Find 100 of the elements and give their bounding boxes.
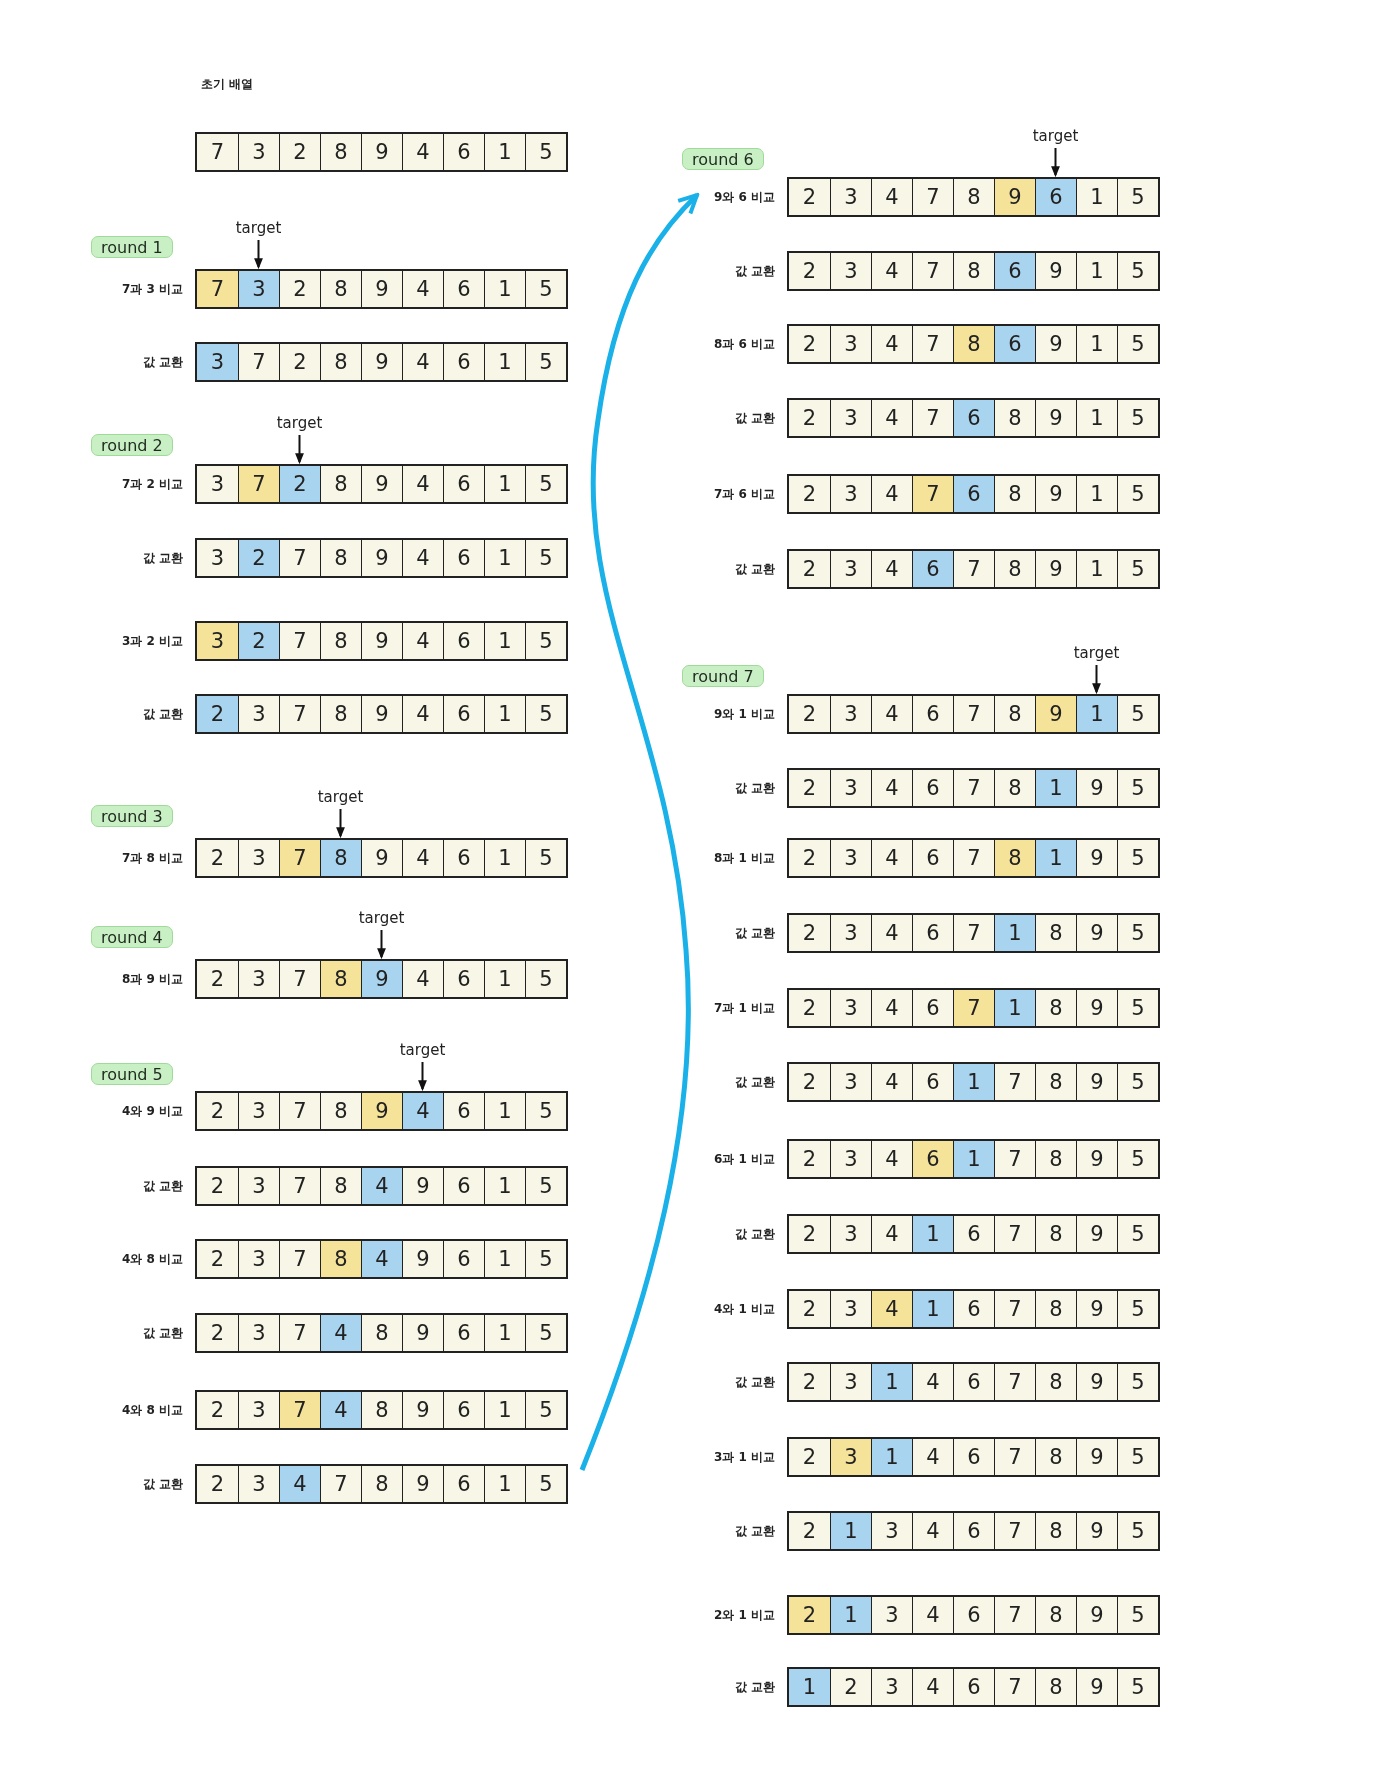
array-cell: 1 [953,1141,994,1177]
pointer-arrow [336,808,345,839]
array-cell: 1 [830,1597,871,1633]
array-cell: 4 [361,1241,402,1277]
array-row [787,838,1160,878]
array-row [195,959,568,999]
step-label: 4와 8 비교 [120,1402,183,1419]
array-cell: 1 [1076,696,1117,732]
pointer-arrow [254,239,263,270]
array-cell: 8 [320,840,361,876]
array-cell: 4 [320,1315,361,1351]
array-cell: 7 [279,1392,320,1428]
step-label: 3과 2 비교 [120,633,183,650]
pointer-arrow [418,1061,427,1092]
array-cell: 7 [279,840,320,876]
step-label: 4와 8 비교 [120,1251,183,1268]
step-label: 값 교환 [141,550,183,567]
array-row [195,132,568,172]
round-badge: round 7 [682,665,764,687]
array-row [787,913,1160,953]
array-row [195,1313,568,1353]
step-label: 8과 6 비교 [712,336,775,353]
step-label: 4와 1 비교 [712,1301,775,1318]
array-row [787,549,1160,589]
step-label: 4와 9 비교 [120,1103,183,1120]
array-cell: 1 [912,1291,953,1327]
array-cell: 4 [279,1466,320,1502]
array-row [195,269,568,309]
array-row [787,1437,1160,1477]
step-label: 값 교환 [733,925,775,942]
round-badge: round 1 [91,236,173,258]
step-label: 7과 1 비교 [712,1000,775,1017]
array-cell: 8 [953,326,994,362]
step-label: 6과 1 비교 [712,1151,775,1168]
array-row [787,474,1160,514]
step-label: 값 교환 [141,1476,183,1493]
round-badge: round 5 [91,1063,173,1085]
target-label: target [269,414,330,432]
array-row [195,621,568,661]
array-row [787,324,1160,364]
array-cell: 6 [1035,179,1076,215]
round-badge: round 3 [91,805,173,827]
array-cell: 1 [994,990,1035,1026]
step-label: 값 교환 [733,1679,775,1696]
array-row [787,177,1160,217]
array-cell: 4 [361,1168,402,1204]
array-cell: 7 [912,476,953,512]
array-cell: 6 [994,253,1035,289]
step-label: 9와 1 비교 [712,706,775,723]
array-cell: 2 [238,623,279,659]
step-label: 값 교환 [733,410,775,427]
array-cell: 7 [238,466,279,502]
array-cell: 7 [197,271,238,307]
step-label: 값 교환 [733,1374,775,1391]
step-label: 8과 1 비교 [712,850,775,867]
round-badge: round 4 [91,926,173,948]
array-row [787,1511,1160,1551]
array-row [195,1166,568,1206]
array-cell: 9 [1035,696,1076,732]
array-cell: 1 [953,1064,994,1100]
pointer-arrow [1051,147,1060,178]
array-cell: 3 [197,344,238,380]
array-row [195,838,568,878]
array-row [787,1289,1160,1329]
step-label: 값 교환 [141,354,183,371]
step-label: 9와 6 비교 [712,189,775,206]
step-label: 2와 1 비교 [712,1607,775,1624]
target-label: target [228,219,289,237]
step-label: 값 교환 [733,1226,775,1243]
target-label: target [392,1041,453,1059]
array-row [195,694,568,734]
array-cell: 2 [279,466,320,502]
target-label: target [310,788,371,806]
step-label: 값 교환 [733,1523,775,1540]
step-label: 값 교환 [141,1178,183,1195]
array-row [787,1362,1160,1402]
array-cell: 8 [994,840,1035,876]
array-cell: 2 [238,540,279,576]
array-cell: 6 [953,476,994,512]
array-row [195,1390,568,1430]
array-heading: 초기 배열 [201,76,255,93]
array-row [195,1239,568,1279]
array-cell: 1 [1035,770,1076,806]
array-cell: 3 [238,271,279,307]
array-row [787,398,1160,438]
step-label: 7과 6 비교 [712,486,775,503]
step-label: 값 교환 [733,1074,775,1091]
step-label: 값 교환 [141,1325,183,1342]
array-row [787,1139,1160,1179]
curved-arrow [579,193,699,1471]
array-row [787,768,1160,808]
array-cell: 4 [871,1291,912,1327]
step-label: 값 교환 [141,706,183,723]
array-row [195,464,568,504]
array-cell: 8 [320,961,361,997]
array-cell: 6 [994,326,1035,362]
round-badge: round 6 [682,148,764,170]
array-cell: 6 [953,400,994,436]
target-label: target [351,909,412,927]
array-row [787,1062,1160,1102]
